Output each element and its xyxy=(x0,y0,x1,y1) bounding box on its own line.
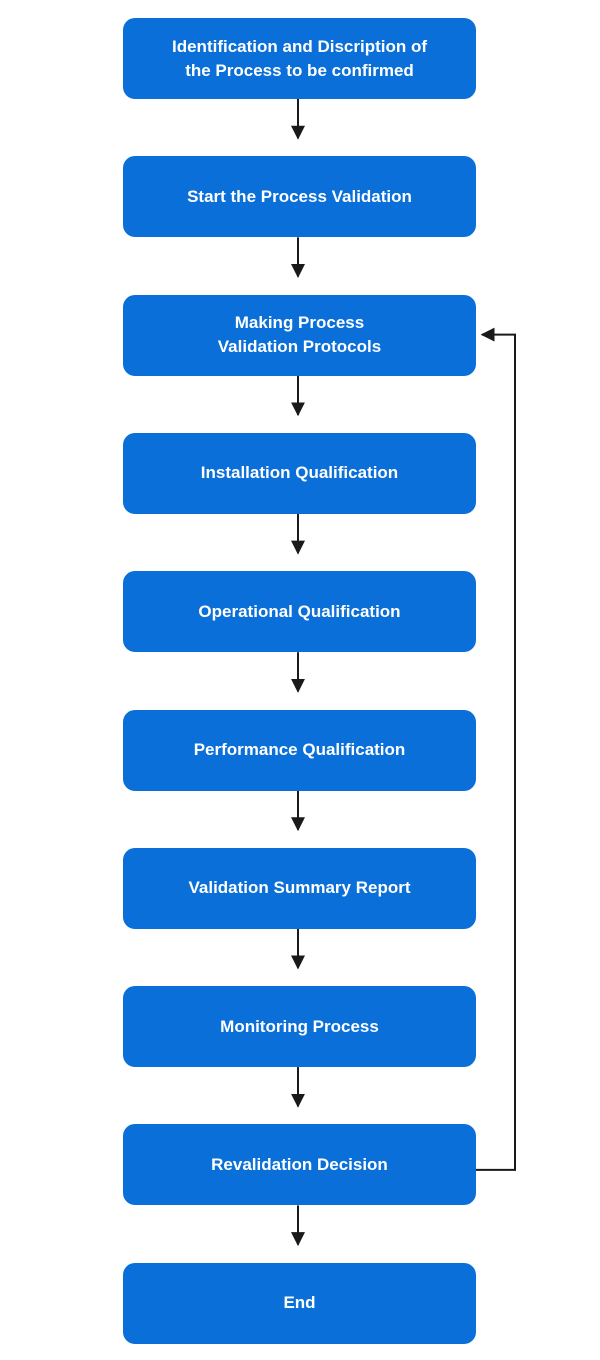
feedback-loop-arrow xyxy=(476,327,516,1171)
step-validation-summary-report: Validation Summary Report xyxy=(123,847,476,929)
step-start-validation: Start the Process Validation xyxy=(123,156,476,238)
step-end: End xyxy=(123,1262,476,1344)
step-monitoring-process: Monitoring Process xyxy=(123,986,476,1068)
step-validation-protocols: Making Process Validation Protocols xyxy=(123,294,476,376)
step-performance-qualification: Performance Qualification xyxy=(123,709,476,791)
step-identification: Identification and Discription of the Pr… xyxy=(123,18,476,99)
step-operational-qualification: Operational Qualification xyxy=(123,571,476,653)
step-installation-qualification: Installation Qualification xyxy=(123,432,476,514)
step-revalidation-decision: Revalidation Decision xyxy=(123,1124,476,1206)
